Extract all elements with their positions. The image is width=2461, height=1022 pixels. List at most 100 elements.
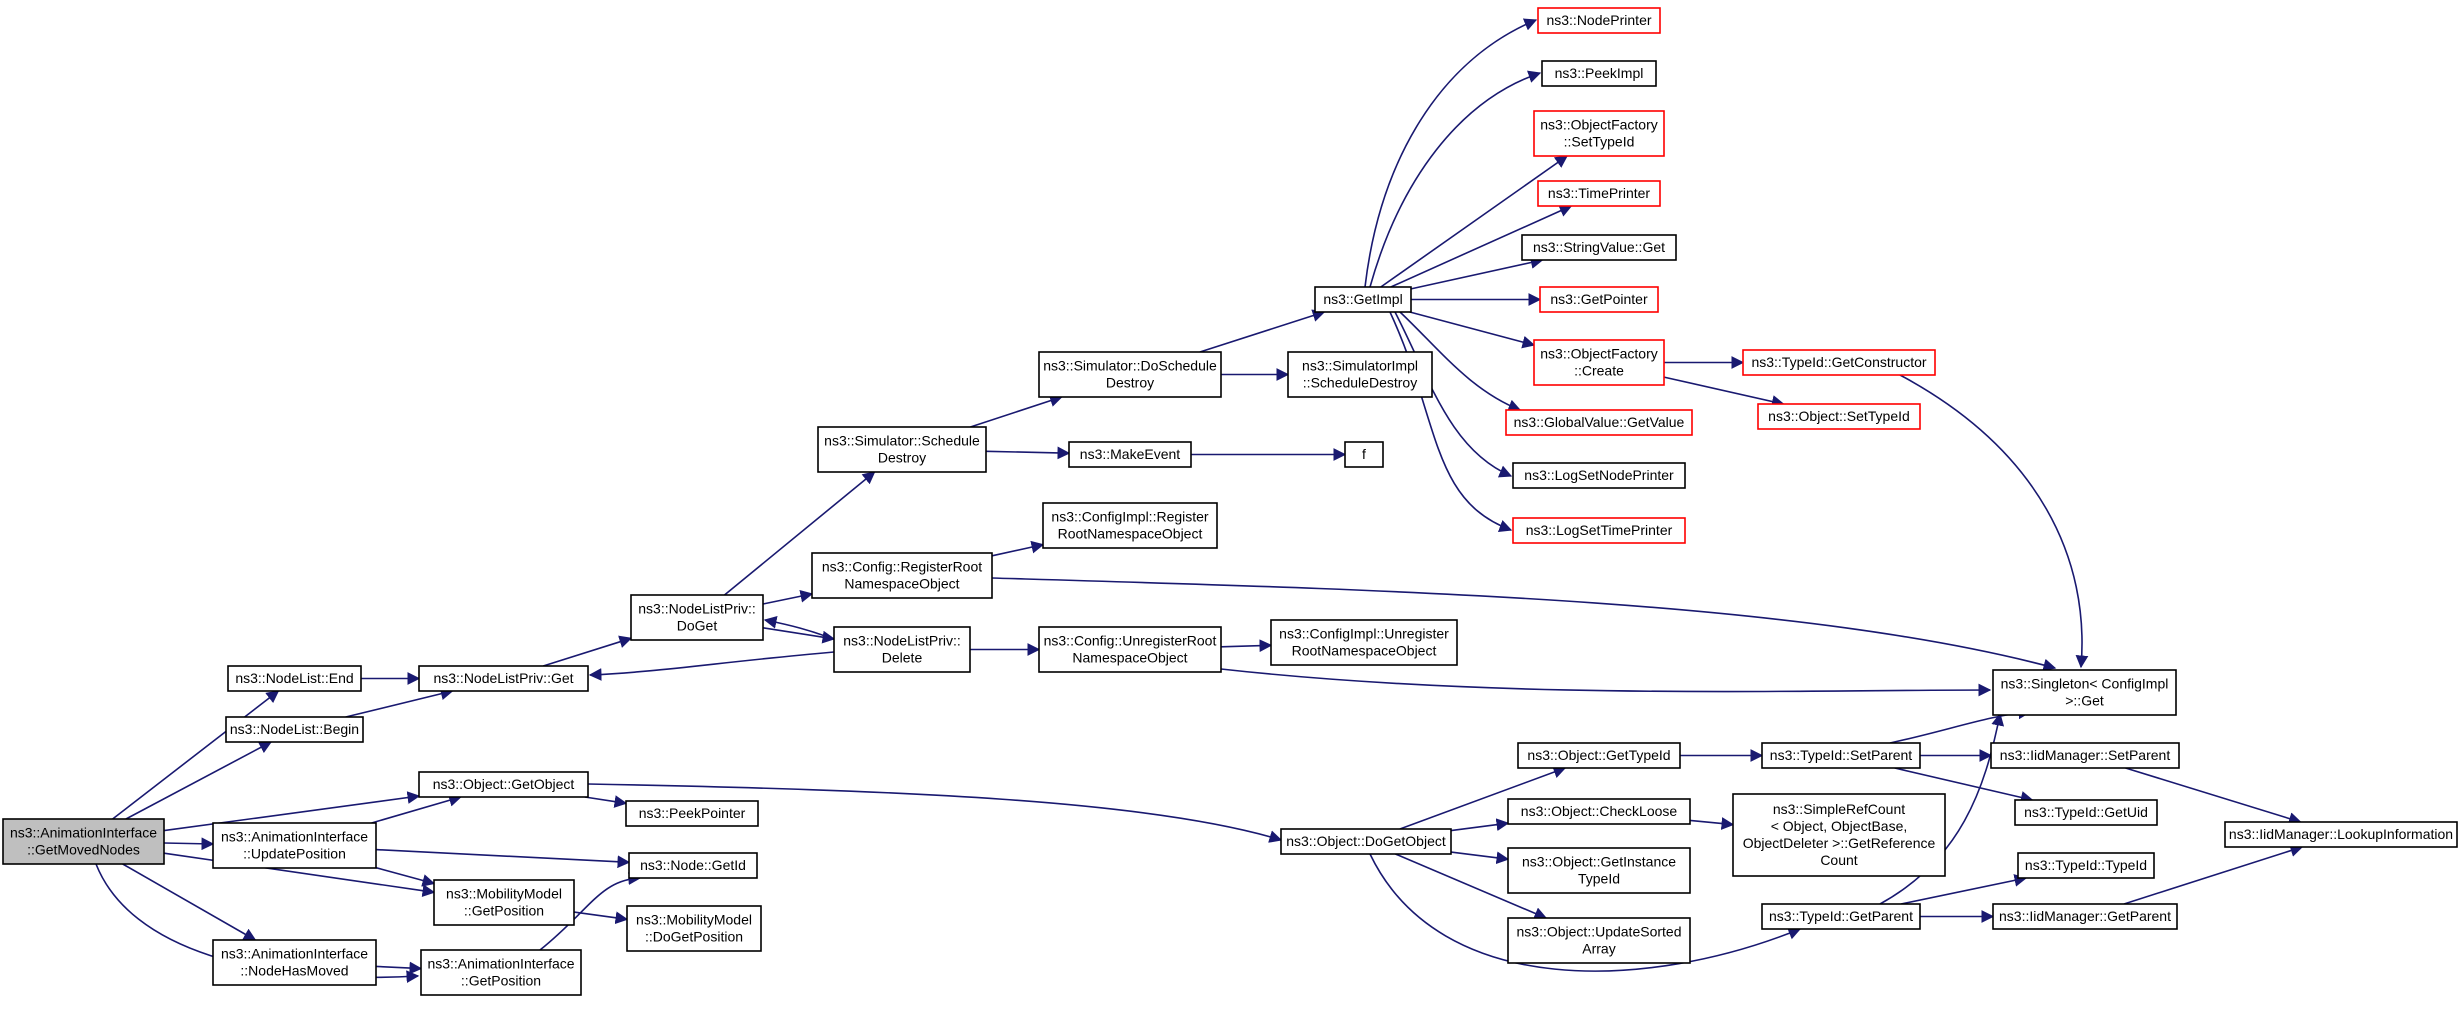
node-peekPointer[interactable]: ns3::PeekPointer xyxy=(625,800,759,827)
node-getImpl[interactable]: ns3::GetImpl xyxy=(1314,286,1412,313)
node-label-line: ns3::MobilityModel xyxy=(636,912,752,928)
node-label-line: ns3::IidManager::GetParent xyxy=(1999,908,2171,924)
node-aiGetPos[interactable]: ns3::AnimationInterface::GetPosition xyxy=(420,949,582,996)
node-cfgImplReg[interactable]: ns3::ConfigImpl::RegisterRootNamespaceOb… xyxy=(1042,502,1218,549)
node-box xyxy=(418,665,589,692)
node-tidSetParent[interactable]: ns3::TypeId::SetParent xyxy=(1761,742,1921,769)
node-objGetObject[interactable]: ns3::Object::GetObject xyxy=(418,771,589,798)
node-srcGetRefCount[interactable]: ns3::SimpleRefCount< Object, ObjectBase,… xyxy=(1732,793,1946,877)
node-ofCreate[interactable]: ns3::ObjectFactory::Create xyxy=(1533,339,1665,386)
node-tidTypeId[interactable]: ns3::TypeId::TypeId xyxy=(2017,852,2155,879)
node-mmDoGetPos[interactable]: ns3::MobilityModel::DoGetPosition xyxy=(626,905,762,952)
node-simImplSchedDestroy[interactable]: ns3::SimulatorImpl::ScheduleDestroy xyxy=(1287,351,1433,398)
node-nlEnd[interactable]: ns3::NodeList::End xyxy=(227,665,362,692)
node-label-line: ns3::SimulatorImpl xyxy=(1302,358,1418,374)
node-label-line: ns3::MobilityModel xyxy=(446,886,562,902)
node-tidGetParent[interactable]: ns3::TypeId::GetParent xyxy=(1761,903,1921,930)
edge-aiGetPos-to-nodeGetId xyxy=(539,872,642,951)
node-box xyxy=(227,665,362,692)
edge-aiUpdatePos-to-objGetObject xyxy=(371,794,462,824)
node-box xyxy=(630,594,764,641)
node-label-line: ns3::TypeId::GetConstructor xyxy=(1751,354,1926,370)
node-mmGetPos[interactable]: ns3::MobilityModel::GetPosition xyxy=(433,879,575,926)
edge-nlpGet-to-nlpDoGet xyxy=(542,635,633,667)
node-box xyxy=(811,552,993,599)
node-logSetNodePrinter[interactable]: ns3::LogSetNodePrinter xyxy=(1512,462,1686,489)
node-nlpDoGet[interactable]: ns3::NodeListPriv::DoGet xyxy=(630,594,764,641)
edge-line xyxy=(1390,204,1573,288)
edge-line xyxy=(1394,311,1513,478)
node-label-line: ns3::NodeListPriv::Get xyxy=(433,670,573,686)
node-label-line: ns3::ConfigImpl::Register xyxy=(1051,509,1209,525)
node-box xyxy=(1038,626,1222,673)
edge-line xyxy=(345,687,454,718)
edge-objDoGetObject-to-objUpdateSorted xyxy=(1395,853,1548,920)
node-box xyxy=(1507,917,1691,964)
node-iidSetParent[interactable]: ns3::IidManager::SetParent xyxy=(1990,742,2180,769)
node-label-line: NamespaceObject xyxy=(844,576,959,592)
node-objDoGetObject[interactable]: ns3::Object::DoGetObject xyxy=(1280,828,1452,855)
edge-root-to-nlEnd xyxy=(112,690,280,820)
node-label-line: ns3::IidManager::LookupInformation xyxy=(2229,826,2453,842)
node-box xyxy=(1742,349,1936,376)
node-ofSetTypeId[interactable]: ns3::ObjectFactory::SetTypeId xyxy=(1533,110,1665,157)
edge-line xyxy=(371,794,462,824)
node-objSetTypeId[interactable]: ns3::Object::SetTypeId xyxy=(1757,403,1921,430)
edge-line xyxy=(763,615,837,641)
node-nodeGetId[interactable]: ns3::Node::GetId xyxy=(628,852,758,879)
node-root[interactable]: ns3::AnimationInterface::GetMovedNodes xyxy=(2,818,165,865)
node-aiNodeHasMoved[interactable]: ns3::AnimationInterface::NodeHasMoved xyxy=(212,939,377,986)
edge-objGetObject-to-objDoGetObject xyxy=(587,783,1283,843)
node-box xyxy=(1533,110,1665,157)
node-label-line: ns3::Object::SetTypeId xyxy=(1768,408,1910,424)
node-gvGetValue[interactable]: ns3::GlobalValue::GetValue xyxy=(1505,409,1693,436)
node-nlBegin[interactable]: ns3::NodeList::Begin xyxy=(225,716,364,743)
node-box xyxy=(1992,903,2178,930)
node-objGetTypeId[interactable]: ns3::Object::GetTypeId xyxy=(1517,742,1681,769)
edge-mmGetPos-to-mmDoGetPos xyxy=(573,911,629,925)
node-label-line: ns3::Node::GetId xyxy=(640,857,746,873)
edge-line xyxy=(1663,376,1785,408)
edge-line xyxy=(375,961,423,975)
node-label-line: ::GetPosition xyxy=(464,903,544,919)
node-nlpDelete[interactable]: ns3::NodeListPriv::Delete xyxy=(833,626,971,673)
node-timePrinter[interactable]: ns3::TimePrinter xyxy=(1537,180,1661,207)
node-objCheckLoose[interactable]: ns3::Object::CheckLoose xyxy=(1507,798,1691,825)
node-box xyxy=(626,905,762,952)
node-cfgImplUnreg[interactable]: ns3::ConfigImpl::UnregisterRootNamespace… xyxy=(1270,619,1458,666)
node-label-line: ns3::NodeListPriv:: xyxy=(638,601,756,617)
node-iidGetParent[interactable]: ns3::IidManager::GetParent xyxy=(1992,903,2178,930)
node-peekImpl[interactable]: ns3::PeekImpl xyxy=(1541,60,1657,87)
node-getPointer[interactable]: ns3::GetPointer xyxy=(1539,286,1659,313)
node-nodePrinter[interactable]: ns3::NodePrinter xyxy=(1537,7,1661,34)
node-logSetTimePrinter[interactable]: ns3::LogSetTimePrinter xyxy=(1512,517,1686,544)
edge-objDoGetObject-to-tidGetParent xyxy=(1369,853,1802,972)
node-f[interactable]: f xyxy=(1344,441,1384,468)
node-label-line: < Object, ObjectBase, xyxy=(1771,818,1908,834)
node-box xyxy=(1761,742,1921,769)
node-tidGetUid[interactable]: ns3::TypeId::GetUid xyxy=(2014,799,2158,826)
node-iidLookup[interactable]: ns3::IidManager::LookupInformation xyxy=(2224,821,2458,848)
node-simSchedDestroy[interactable]: ns3::Simulator::ScheduleDestroy xyxy=(817,426,987,473)
node-label-line: ns3::PeekPointer xyxy=(639,805,746,821)
node-nlpGet[interactable]: ns3::NodeListPriv::Get xyxy=(418,665,589,692)
node-tidGetConstructor[interactable]: ns3::TypeId::GetConstructor xyxy=(1742,349,1936,376)
edge-line xyxy=(163,791,421,832)
node-box xyxy=(1505,409,1693,436)
node-box xyxy=(1537,180,1661,207)
edge-line xyxy=(1220,668,1992,697)
node-cfgUnregRoot[interactable]: ns3::Config::UnregisterRootNamespaceObje… xyxy=(1038,626,1222,673)
edge-getImpl-to-stringValueGet xyxy=(1410,256,1544,290)
node-makeEvent[interactable]: ns3::MakeEvent xyxy=(1068,441,1192,468)
node-label-line: ns3::PeekImpl xyxy=(1555,65,1644,81)
node-stringValueGet[interactable]: ns3::StringValue::Get xyxy=(1521,234,1677,261)
node-aiUpdatePos[interactable]: ns3::AnimationInterface::UpdatePosition xyxy=(212,822,377,869)
edge-root-to-aiNodeHasMoved xyxy=(122,863,257,941)
edge-tidSetParent-to-tidGetUid xyxy=(1894,767,2034,804)
edge-root-to-mmGetPos xyxy=(163,852,436,897)
node-singletonGet[interactable]: ns3::Singleton< ConfigImpl>::Get xyxy=(1992,669,2177,716)
